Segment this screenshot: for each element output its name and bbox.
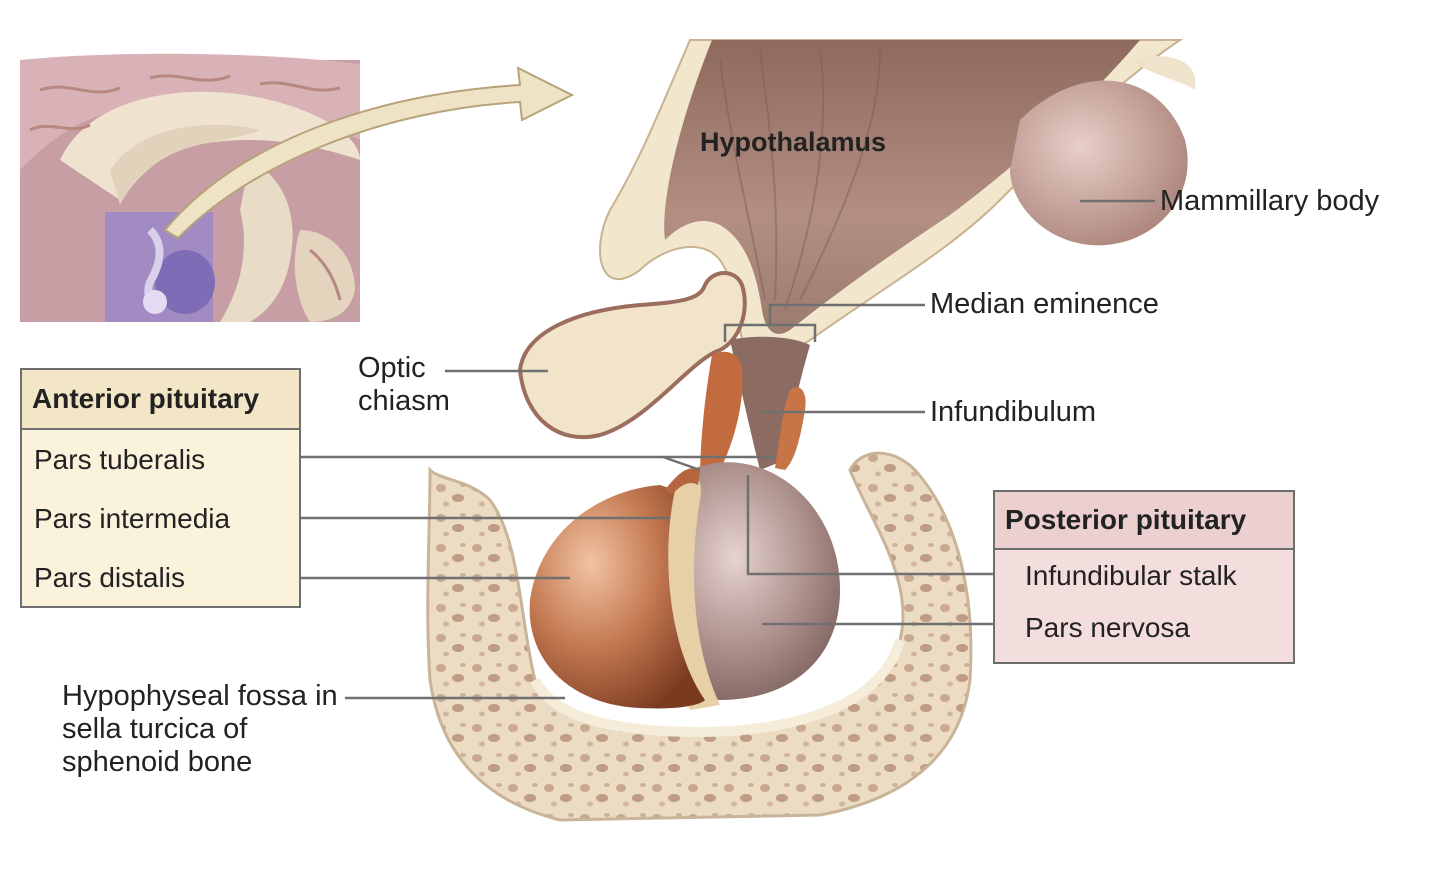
posterior-item-infundibular-stalk: Infundibular stalk [1025, 560, 1237, 591]
optic-chiasm-structure [517, 271, 747, 440]
label-optic-chiasm: Optic chiasm [358, 352, 450, 417]
anterior-item-pars-intermedia: Pars intermedia [34, 502, 231, 534]
infundibulum-structure [730, 336, 810, 470]
zoom-arrow [163, 66, 575, 240]
label-infundibulum: Infundibulum [930, 396, 1097, 428]
label-hypophyseal-fossa: Hypophyseal fossa in sella turcica of sp… [62, 680, 338, 778]
posterior-pituitary-box: Posterior pituitary Infundibular stalk P… [993, 490, 1295, 664]
pituitary-gland [529, 462, 840, 710]
inset-brain-illustration [20, 53, 360, 322]
anterior-pituitary-title: Anterior pituitary [22, 370, 299, 430]
posterior-item-pars-nervosa: Pars nervosa [1025, 612, 1190, 643]
label-hypothalamus: Hypothalamus [700, 127, 887, 157]
sphenoid-bone [426, 451, 973, 822]
label-mammillary-body: Mammillary body [1160, 185, 1380, 217]
anterior-item-pars-distalis: Pars distalis [34, 561, 185, 593]
hypothalamus-tissue [599, 39, 1196, 365]
anterior-pituitary-box: Anterior pituitary Pars tuberalis Pars i… [20, 368, 301, 608]
posterior-pituitary-title: Posterior pituitary [995, 492, 1293, 550]
label-median-eminence: Median eminence [930, 288, 1159, 320]
anterior-item-pars-tuberalis: Pars tuberalis [34, 443, 206, 475]
